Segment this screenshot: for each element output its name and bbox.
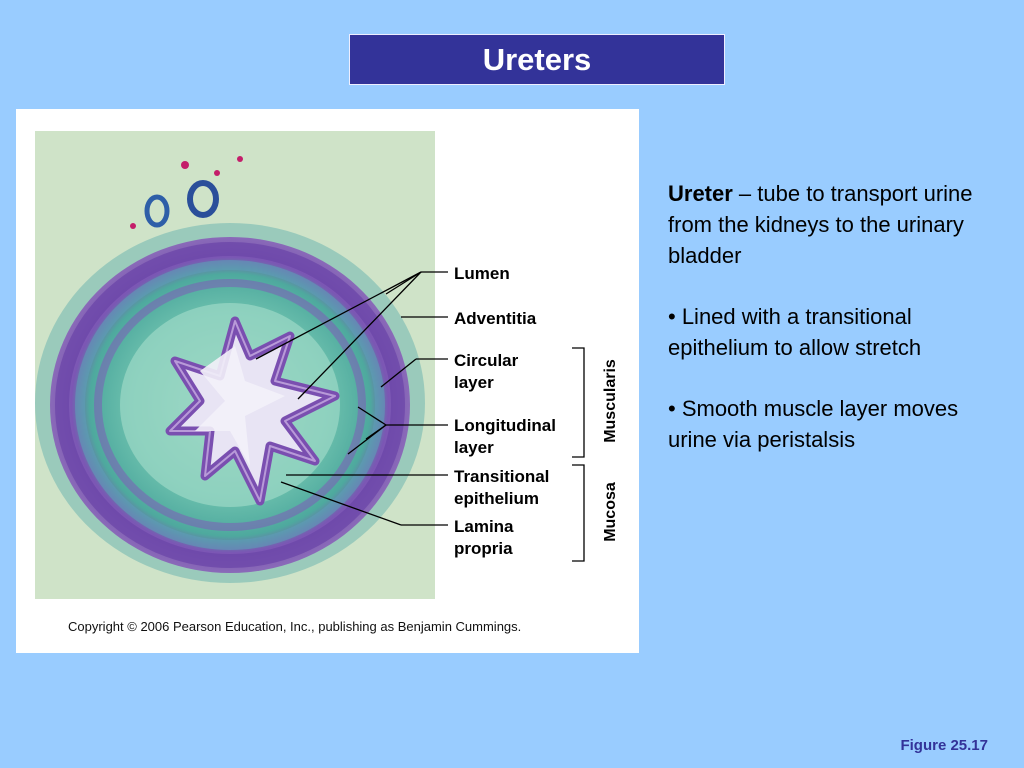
bullet-transitional: • Lined with a transitional epithelium t…: [668, 304, 922, 360]
label-lamina-1: Lamina: [454, 517, 514, 536]
label-transitional-1: Transitional: [454, 467, 550, 486]
text-panel: Ureter – tube to transport urine from th…: [668, 178, 998, 485]
bullet-smooth-muscle: • Smooth muscle layer moves urine via pe…: [668, 396, 959, 452]
figure-panel: Lumen Adventitia Circular layer Longitud…: [16, 109, 639, 653]
label-transitional-2: epithelium: [454, 489, 540, 508]
figure-reference: Figure 25.17: [900, 737, 988, 754]
slide-title: Ureters: [349, 34, 725, 85]
label-circular-2: layer: [454, 373, 494, 392]
definition-text: – tube to transport urine from the kidne…: [668, 181, 973, 268]
group-label-mucosa: Mucosa: [602, 482, 619, 542]
label-longitudinal-2: layer: [454, 438, 494, 457]
copyright-text: Copyright © 2006 Pearson Education, Inc.…: [68, 619, 522, 634]
micrograph-image: [35, 156, 425, 583]
label-lumen: Lumen: [454, 264, 510, 283]
definition-term: Ureter: [668, 181, 733, 206]
ureter-micrograph: [35, 131, 435, 599]
group-label-muscularis: Muscularis: [602, 359, 619, 443]
label-circular-1: Circular: [454, 351, 519, 370]
label-adventitia: Adventitia: [454, 309, 537, 328]
definition-paragraph: Ureter – tube to transport urine from th…: [668, 178, 998, 271]
label-longitudinal-1: Longitudinal: [454, 416, 556, 435]
label-lamina-2: propria: [454, 539, 513, 558]
